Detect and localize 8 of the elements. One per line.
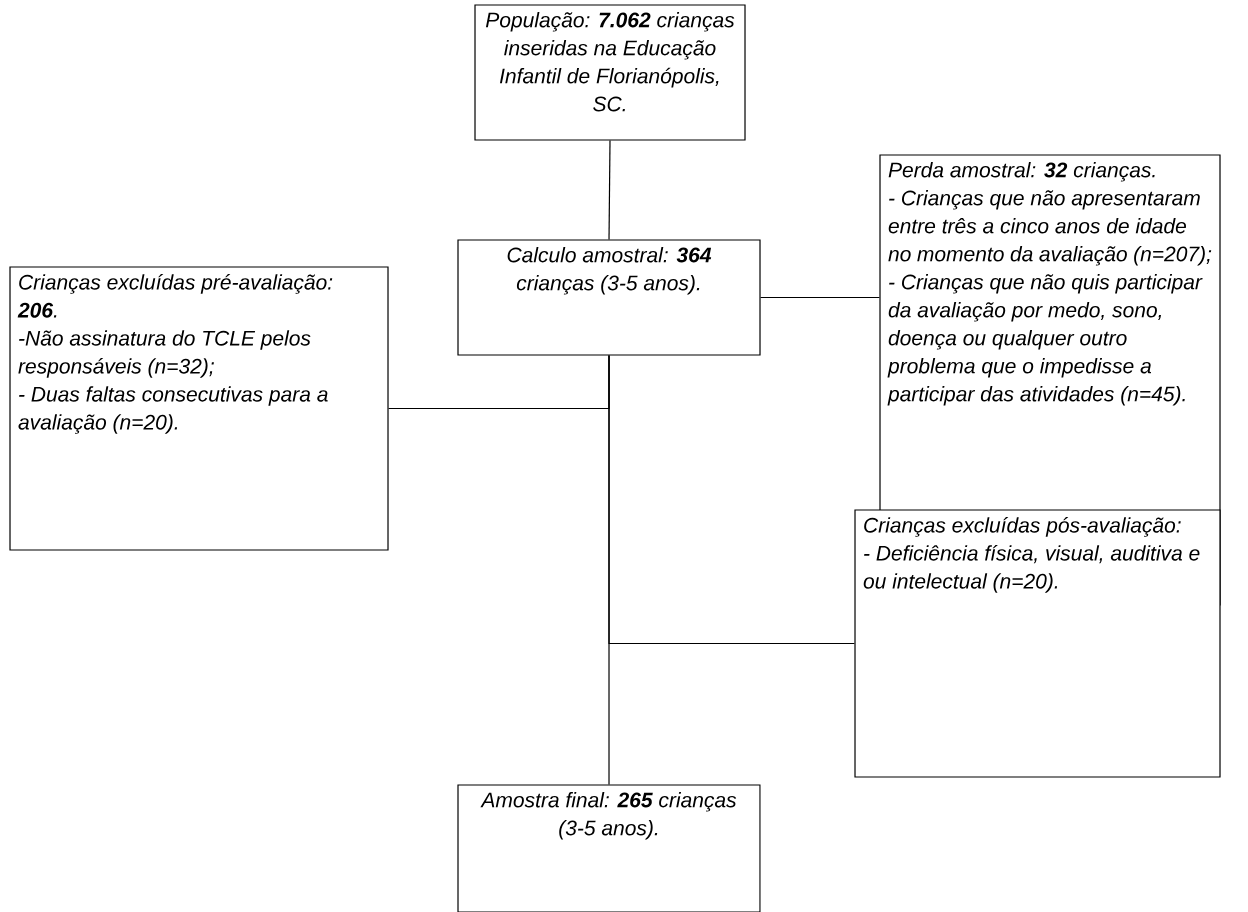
flow-box: Amostra final: 265 crianças (3-5 anos). <box>457 784 761 912</box>
connector-line <box>608 140 611 240</box>
flow-box: População: 7.062 crianças inseridas na Educação Infantil de Florianópolis, SC. <box>474 4 746 141</box>
connector-line <box>608 355 610 785</box>
flow-box: Calculo amostral: 364 crianças (3-5 anos). <box>457 239 761 356</box>
flow-box: Crianças excluídas pré-avaliação: 206. -Não assinatura do TCLE pelos responsáveis (n=32); - Duas faltas consecutivas para a avaliação (n=20). <box>9 266 389 551</box>
flow-box: Crianças excluídas pós-avaliação: - Deficiência física, visual, auditiva e ou intelectual (n=20). <box>854 509 1221 778</box>
connector-line <box>760 296 880 299</box>
